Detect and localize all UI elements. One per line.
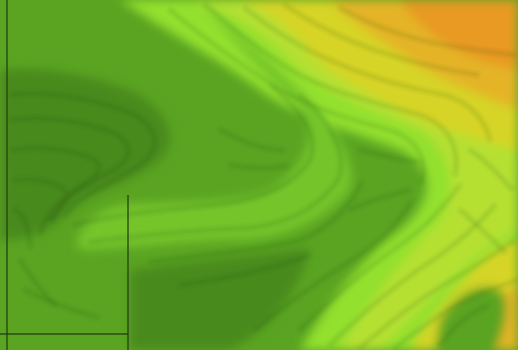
contour-line	[349, 189, 411, 211]
contour-line	[169, 9, 425, 186]
contour-line	[9, 117, 130, 223]
contour-line	[244, 7, 491, 141]
terrain-band-ridge-high	[330, 0, 518, 350]
terrain-band-valley-floor	[0, 68, 170, 241]
contour-line	[14, 178, 68, 223]
terrain-band-low-bottom-right	[435, 286, 507, 350]
contour-line	[204, 4, 457, 176]
parcel-boundary-lines	[0, 0, 129, 350]
contour-line	[359, 149, 421, 163]
contour-line	[24, 289, 101, 319]
terrain-band-valley-floor-south	[130, 248, 310, 350]
contour-line	[299, 184, 461, 331]
contour-line	[284, 4, 481, 76]
terrain-band-ridge-mid	[240, 0, 518, 350]
terrain-band-mid-slope	[60, 0, 352, 250]
contour-lines	[9, 4, 518, 349]
contour-line	[439, 304, 491, 346]
contour-line	[394, 279, 518, 349]
contour-line	[149, 179, 363, 263]
contour-line	[219, 129, 286, 151]
contour-line	[339, 7, 516, 56]
contour-line	[11, 147, 100, 236]
contour-line	[89, 94, 342, 243]
contour-line	[14, 209, 31, 251]
contour-line	[459, 209, 506, 253]
contour-line	[74, 84, 314, 226]
contour-line	[9, 92, 156, 216]
contour-line	[229, 164, 291, 169]
terrain-band-peak	[400, 0, 518, 70]
contour-line	[179, 254, 311, 286]
contour-line	[329, 204, 496, 346]
